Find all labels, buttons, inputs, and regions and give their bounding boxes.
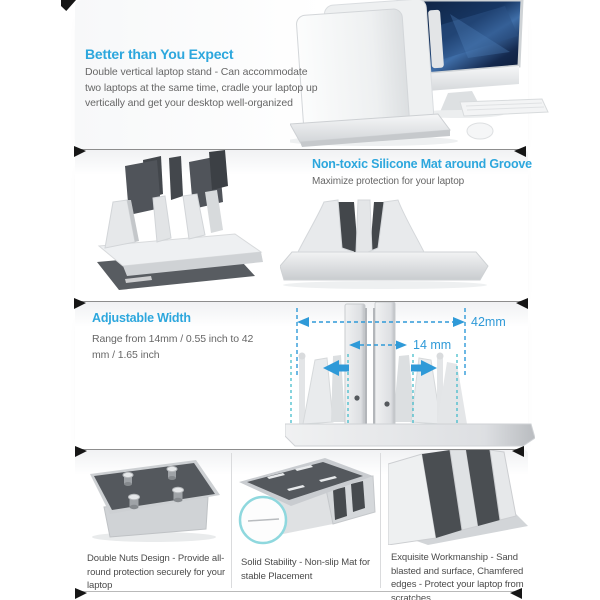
inner-width-label: 14 mm bbox=[413, 338, 452, 352]
keyboard bbox=[459, 98, 549, 117]
section-divider bbox=[75, 446, 524, 457]
non-slip-bottom-photo bbox=[238, 458, 376, 545]
outer-width-label: 42mm bbox=[471, 315, 506, 329]
adjustable-title: Adjustable Width bbox=[92, 311, 191, 325]
feature-column-divider bbox=[231, 453, 232, 588]
feature-caption-workmanship: Exquisite Workmanship - Sand blasted and… bbox=[391, 552, 524, 600]
stand-fins bbox=[297, 199, 425, 253]
section-divider bbox=[74, 298, 528, 309]
section-divider bbox=[75, 588, 522, 599]
feature-caption-solid-stability: Solid Stability - Non-slip Mat for stabl… bbox=[241, 557, 371, 582]
hero-title: Better than You Expect bbox=[85, 46, 234, 62]
silicone-title: Non-toxic Silicone Mat around Groove bbox=[312, 157, 532, 171]
blue-measure-lines bbox=[296, 308, 466, 378]
stand-base bbox=[285, 423, 535, 447]
bottom-slots bbox=[267, 465, 337, 491]
top-corner-marker bbox=[61, 0, 76, 11]
stand-side-fins bbox=[298, 352, 467, 425]
exploded-stand-illustration bbox=[97, 150, 263, 290]
vertical-laptops-in-stand bbox=[290, 0, 458, 147]
adjustable-description: Range from 14mm / 0.55 inch to 42 mm / 1… bbox=[92, 333, 254, 361]
imac-and-vertical-laptops-photo bbox=[290, 0, 549, 147]
hero-description: Double vertical laptop stand - Can accom… bbox=[85, 66, 318, 109]
chamfered-edges-closeup-photo bbox=[388, 450, 528, 545]
nuts bbox=[122, 465, 184, 510]
feature-caption-double-nuts: Double Nuts Design - Provide all-round p… bbox=[87, 553, 226, 591]
measure-arrowheads bbox=[297, 317, 465, 350]
silicone-description: Maximize protection for your laptop bbox=[312, 176, 465, 187]
slide-direction-arrows bbox=[323, 360, 437, 376]
stand-front-view-with-mats bbox=[280, 199, 489, 289]
aluminum-stand-middle bbox=[97, 190, 263, 276]
section-divider bbox=[74, 146, 526, 157]
center-clamp-posts bbox=[344, 301, 396, 427]
mouse bbox=[466, 122, 494, 140]
width-measurement-diagram bbox=[285, 301, 535, 447]
double-nuts-base-photo bbox=[90, 460, 220, 542]
feature-column-divider bbox=[380, 453, 381, 588]
